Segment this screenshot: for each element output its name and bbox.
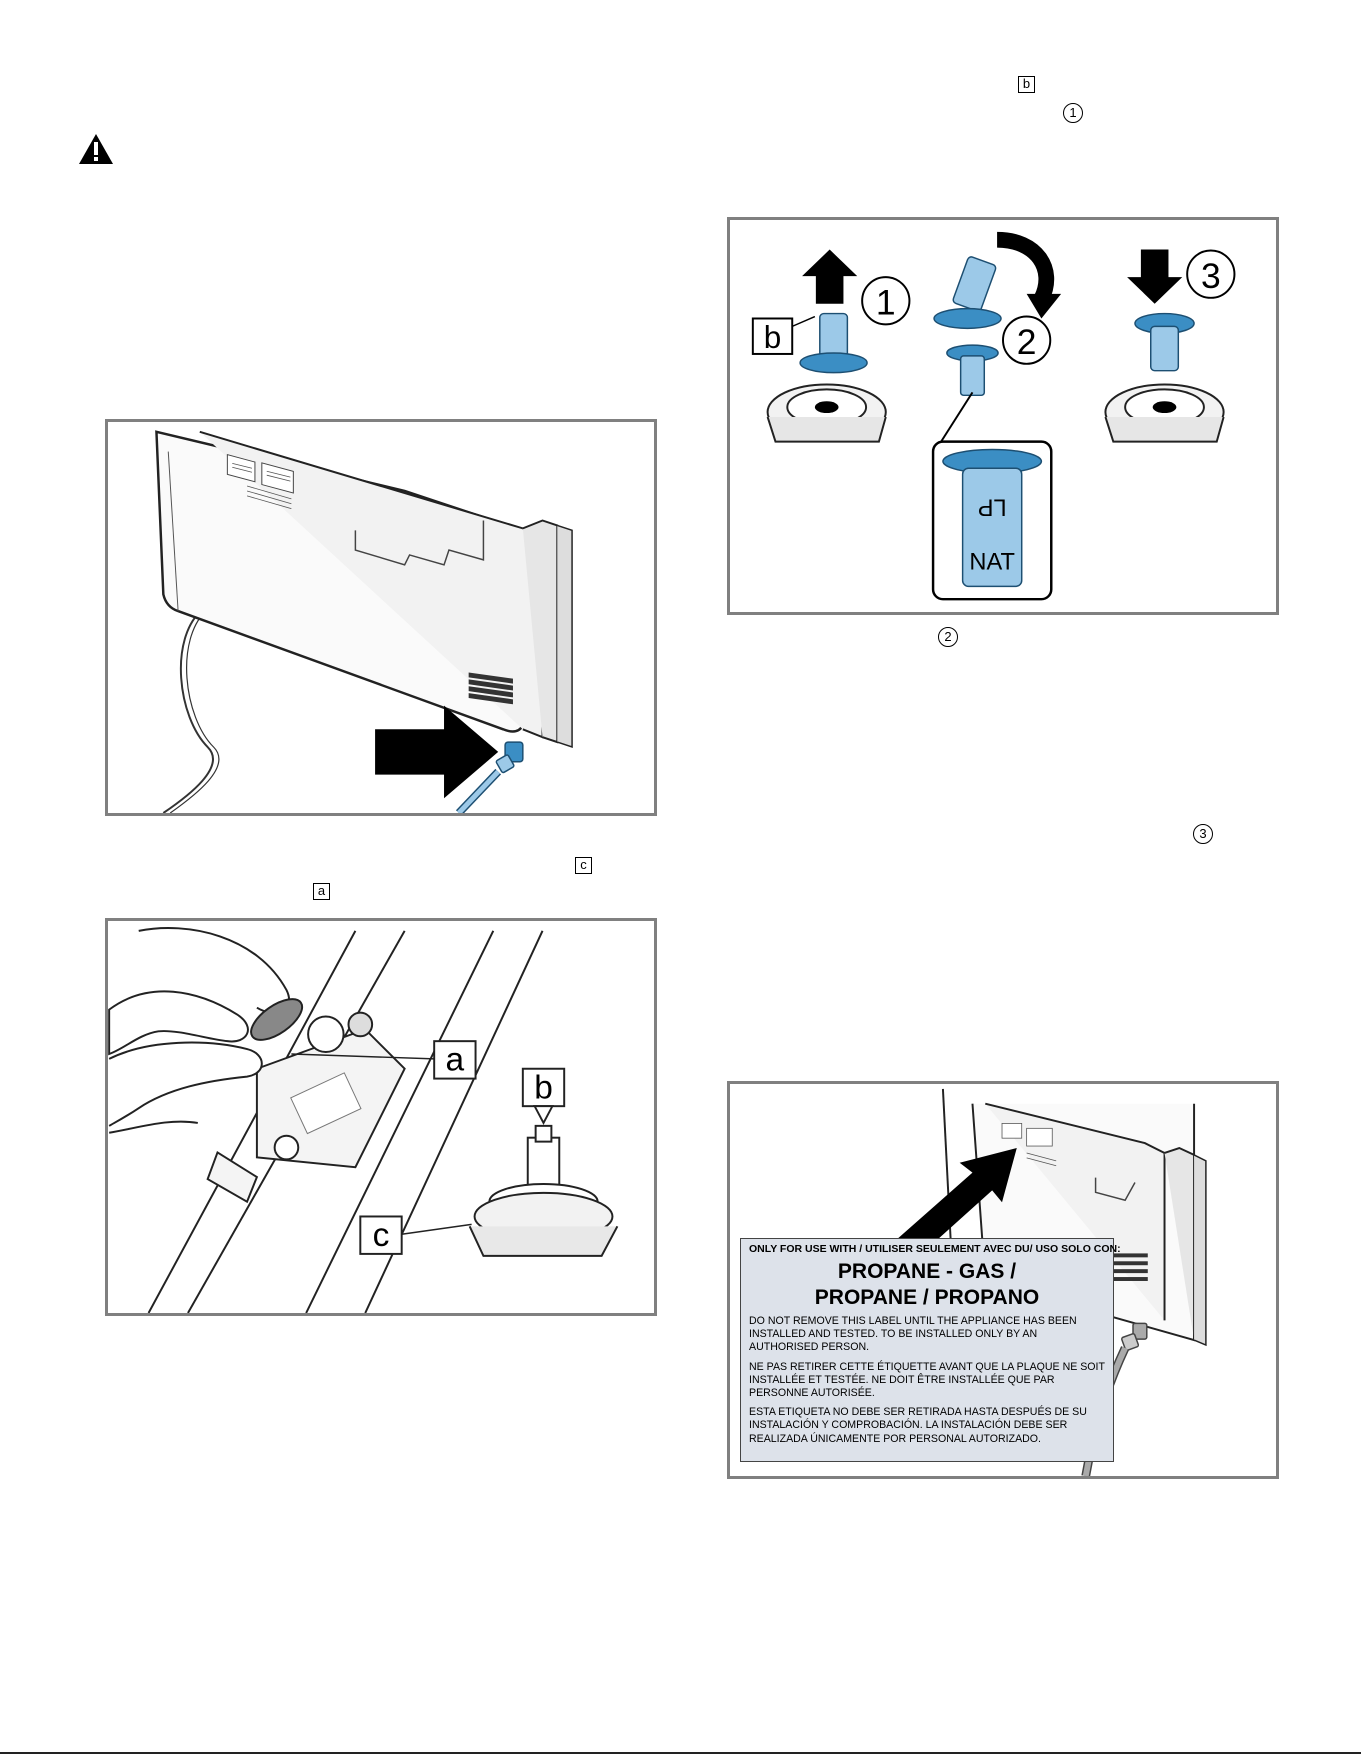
- step-2-label: 2: [1017, 322, 1037, 362]
- page-bottom-rule: [0, 1752, 1361, 1754]
- callout-c: c: [373, 1217, 390, 1254]
- nozzle-lp-label: LP: [978, 494, 1007, 520]
- regulator-illustration: a b c: [108, 921, 654, 1313]
- appliance-back-illustration: [108, 422, 654, 813]
- label-propane-line2: PROPANE / PROPANO: [749, 1285, 1105, 1311]
- label-spanish: ESTA ETIQUETA NO DEBE SER RETIRADA HASTA…: [749, 1406, 1105, 1446]
- propane-label: ONLY FOR USE WITH / UTILISER SEULEMENT A…: [740, 1238, 1114, 1462]
- ref-box-a: a: [313, 883, 330, 900]
- callout-b: b: [534, 1069, 553, 1106]
- step-1-label: 1: [876, 283, 896, 323]
- figure-nozzle-replacement: 1 b 2 LP NAT 3: [727, 217, 1279, 615]
- label-header: ONLY FOR USE WITH / UTILISER SEULEMENT A…: [749, 1243, 1105, 1255]
- nozzle-nat-label: NAT: [969, 550, 1015, 576]
- ref-box-c: c: [575, 857, 592, 874]
- nozzle-illustration: 1 b 2 LP NAT 3: [730, 220, 1276, 612]
- label-propane-line1: PROPANE - GAS /: [749, 1259, 1105, 1285]
- label-french: NE PAS RETIRER CETTE ÉTIQUETTE AVANT QUE…: [749, 1361, 1105, 1401]
- ref-circle-3: 3: [1193, 824, 1213, 844]
- callout-b-nozzle: b: [764, 319, 782, 355]
- figure-appliance-gas-inlet: [105, 419, 657, 816]
- step-3-label: 3: [1201, 256, 1221, 296]
- ref-circle-2: 2: [938, 627, 958, 647]
- warning-icon: [78, 133, 114, 165]
- ref-circle-1-top: 1: [1063, 103, 1083, 123]
- ref-box-b-top: b: [1018, 76, 1035, 93]
- figure-regulator: a b c: [105, 918, 657, 1316]
- callout-a: a: [446, 1042, 465, 1079]
- label-english: DO NOT REMOVE THIS LABEL UNTIL THE APPLI…: [749, 1315, 1105, 1355]
